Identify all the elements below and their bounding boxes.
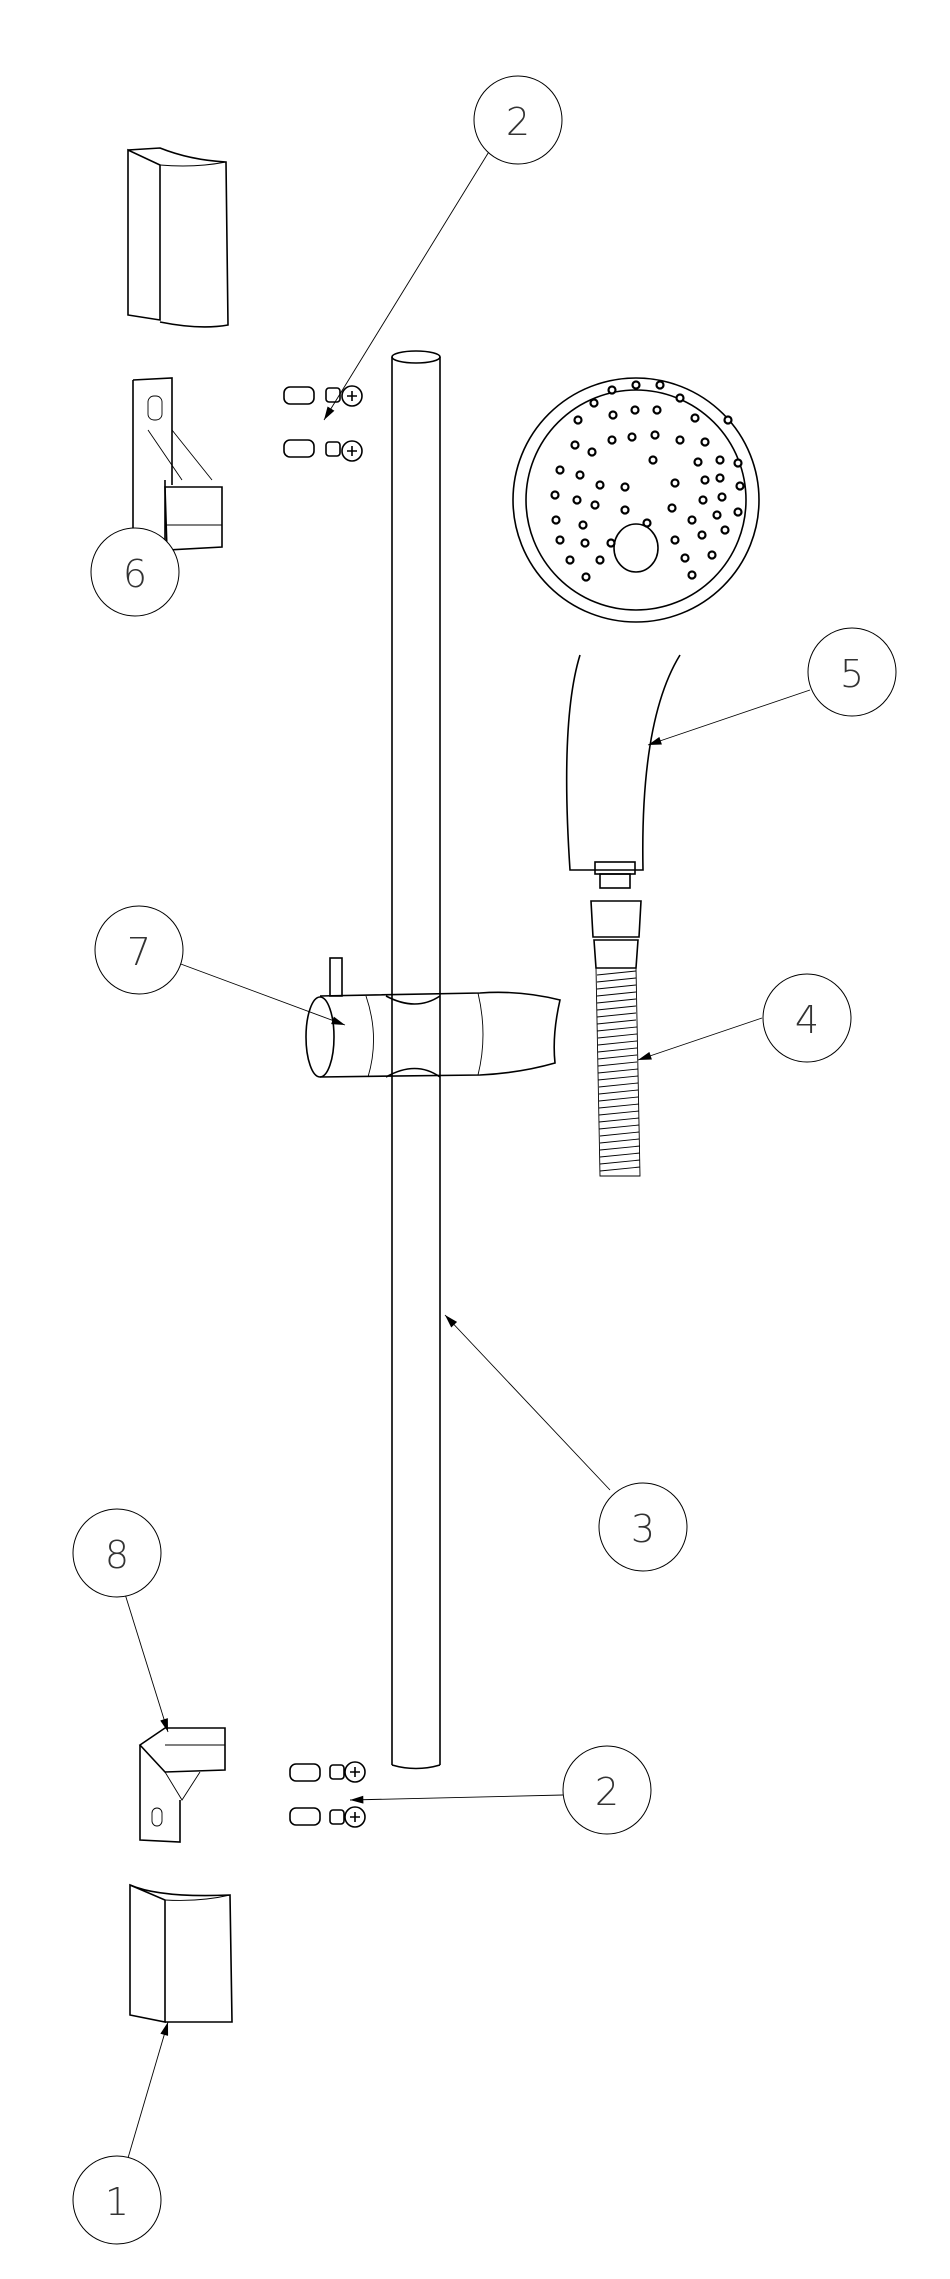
balloon-label: 5 (840, 652, 864, 696)
balloon-6: 6 (90, 527, 180, 617)
balloon-label: 6 (123, 552, 147, 596)
balloon-label: 8 (105, 1533, 129, 1577)
balloon-2-top: 2 (473, 75, 563, 165)
spray-nozzles (550, 380, 745, 582)
balloon-label: 3 (631, 1507, 655, 1551)
leader-lines (124, 149, 811, 2159)
balloon-5: 5 (807, 627, 897, 717)
top-bracket-part (132, 377, 223, 551)
bottom-screws-anchors (289, 1761, 366, 1828)
bottom-cover-part (129, 1883, 233, 2023)
balloon-label: 2 (506, 100, 530, 144)
balloon-8: 8 (72, 1508, 162, 1598)
balloon-label: 2 (595, 1770, 619, 1814)
bottom-bracket-part (138, 1727, 226, 1843)
hose-part (590, 900, 642, 1177)
balloon-3: 3 (598, 1482, 688, 1572)
slider-part (305, 957, 561, 1078)
balloon-label: 1 (105, 2180, 129, 2224)
slide-rail-part (391, 350, 441, 1770)
balloon-1: 1 (72, 2155, 162, 2245)
balloon-7: 7 (94, 905, 184, 995)
balloon-label: 4 (795, 998, 819, 1042)
top-screws-anchors (283, 385, 363, 462)
balloon-4: 4 (762, 973, 852, 1063)
balloon-2-bottom: 2 (562, 1745, 652, 1835)
top-cover-part (127, 147, 229, 328)
hand-shower-part (512, 377, 760, 889)
balloon-label: 7 (127, 930, 151, 974)
